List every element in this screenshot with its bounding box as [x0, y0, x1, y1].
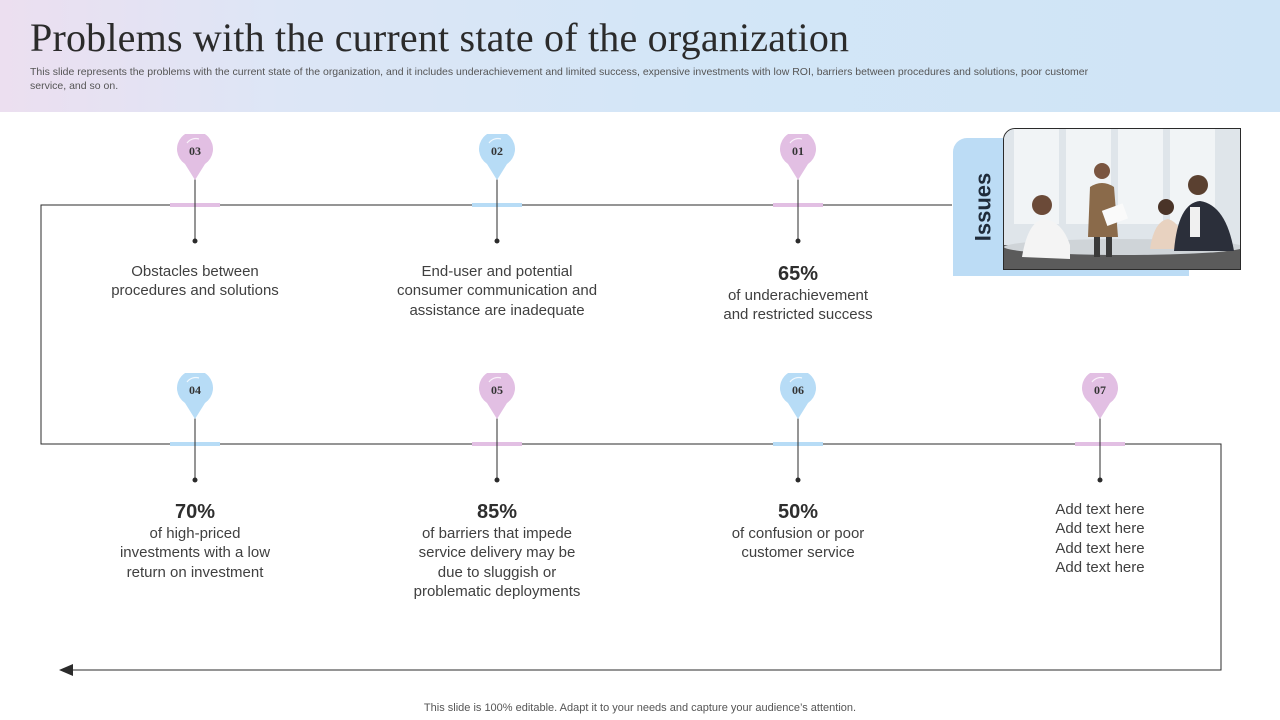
step-number: 02	[491, 144, 503, 158]
timeline-arrowhead	[59, 664, 73, 676]
header-banner: Problems with the current state of the o…	[0, 0, 1280, 112]
step-text-block: Add text here Add text here Add text her…	[980, 500, 1220, 577]
step-pin-marker: 06	[780, 373, 816, 421]
step-dot	[494, 477, 500, 483]
business-meeting-photo	[1003, 128, 1241, 270]
step-number: 03	[189, 144, 201, 158]
page-subtitle: This slide represents the problems with …	[30, 66, 1089, 92]
step-number: 05	[491, 383, 503, 397]
step-dot	[795, 477, 801, 483]
step-description: of barriers that impede service delivery…	[413, 525, 581, 600]
step-dot	[795, 238, 801, 244]
step-dot	[192, 238, 198, 244]
footer-note: This slide is 100% editable. Adapt it to…	[423, 702, 857, 714]
step-description: of underachievement and restricted succe…	[723, 287, 873, 324]
step-description: Add text here Add text here Add text her…	[1055, 501, 1145, 576]
step-pin-marker: 01	[780, 134, 816, 182]
step-pin-marker: 04	[177, 373, 213, 421]
step-description: of high-priced investments with a low re…	[119, 525, 271, 581]
step-dot	[192, 477, 198, 483]
step-dot	[1097, 477, 1103, 483]
step-percent: 65%	[777, 263, 819, 285]
step-percent: 85%	[476, 501, 518, 523]
step-text-block: Obstacles between procedures and solutio…	[75, 262, 315, 301]
step-pin-marker: 05	[479, 373, 515, 421]
page-title: Problems with the current state of the o…	[30, 15, 850, 60]
step-description: End-user and potential consumer communic…	[396, 263, 598, 319]
step-description: of confusion or poor customer service	[731, 525, 865, 562]
step-number: 04	[189, 383, 201, 397]
step-number: 06	[792, 383, 804, 397]
step-number: 01	[792, 144, 804, 158]
step-text-block: 85%of barriers that impede service deliv…	[377, 500, 617, 601]
step-number: 07	[1094, 383, 1106, 397]
step-pin-marker: 07	[1082, 373, 1118, 421]
step-text-block: 70%of high-priced investments with a low…	[75, 500, 315, 582]
step-text-block: 50%of confusion or poor customer service	[678, 500, 918, 563]
step-description: Obstacles between procedures and solutio…	[111, 263, 279, 300]
step-percent: 70%	[174, 501, 216, 523]
step-percent: 50%	[777, 501, 819, 523]
step-pin-marker: 03	[177, 134, 213, 182]
step-text-block: 65%of underachievement and restricted su…	[678, 262, 918, 325]
step-pin-marker: 02	[479, 134, 515, 182]
step-text-block: End-user and potential consumer communic…	[377, 262, 617, 320]
step-dot	[494, 238, 500, 244]
